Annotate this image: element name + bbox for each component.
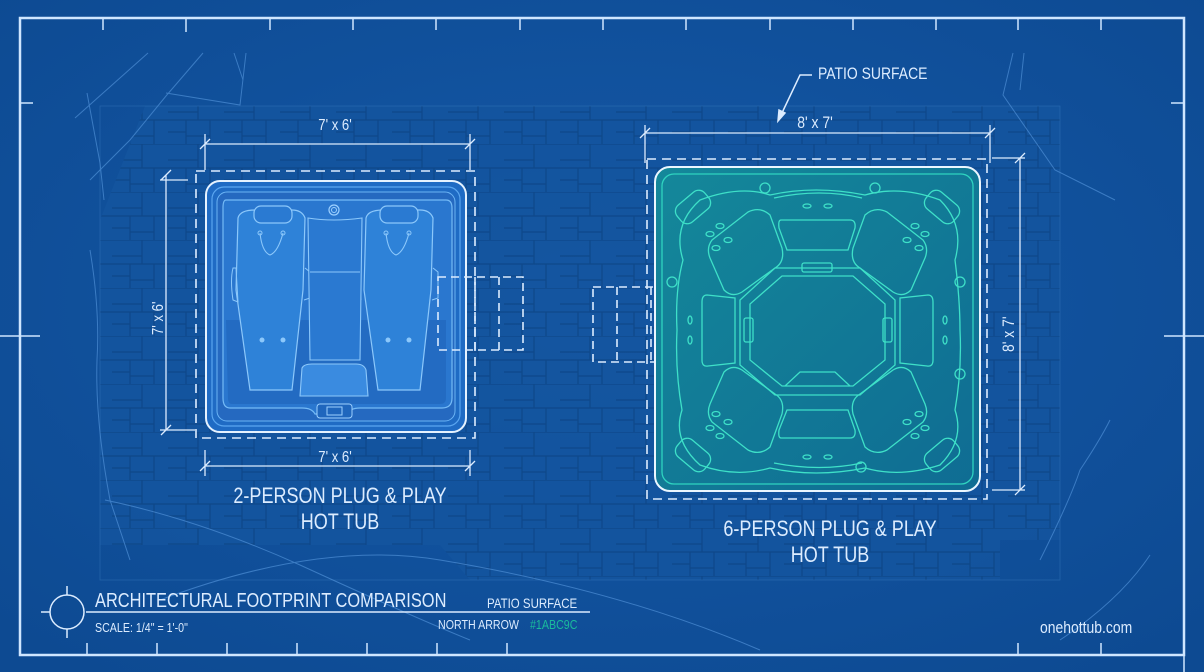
title-block-patio-label: PATIO SURFACE [487, 595, 578, 611]
two-person-tub-label: 2-PERSON PLUG & PLAY HOT TUB [190, 483, 490, 535]
title-block-graphics [41, 586, 590, 638]
drawing-frame [0, 16, 1204, 672]
six-person-label-line1: 6-PERSON PLUG & PLAY [723, 516, 937, 541]
six-person-dim-right: 8' x 7' [999, 316, 1018, 352]
title-block-color-code: #1ABC9C [530, 617, 578, 632]
two-person-tub-drawing [160, 134, 476, 476]
two-person-dim-bottom: 7' x 6' [318, 449, 352, 466]
six-person-dim-top: 8' x 7' [797, 113, 833, 132]
six-person-label-line2: HOT TUB [790, 542, 870, 567]
patio-callout-arrow [777, 74, 812, 124]
two-person-dim-left: 7' x 6' [150, 301, 167, 335]
title-block-north-arrow-label: NORTH ARROW [438, 617, 519, 632]
two-person-label-line2: HOT TUB [300, 509, 380, 534]
website-url[interactable]: onehottub.com [1040, 618, 1133, 637]
six-person-tub-drawing [639, 125, 1026, 500]
contour-lines [74, 52, 1151, 651]
patio-surface-callout: PATIO SURFACE [818, 64, 928, 83]
six-person-tub-label: 6-PERSON PLUG & PLAY HOT TUB [660, 516, 1000, 568]
title-block-title: ARCHITECTURAL FOOTPRINT COMPARISON [95, 590, 447, 612]
two-person-label-line1: 2-PERSON PLUG & PLAY [233, 483, 447, 508]
title-block-scale: SCALE: 1/4" = 1'-0" [95, 620, 188, 635]
two-person-dim-top: 7' x 6' [318, 117, 352, 134]
